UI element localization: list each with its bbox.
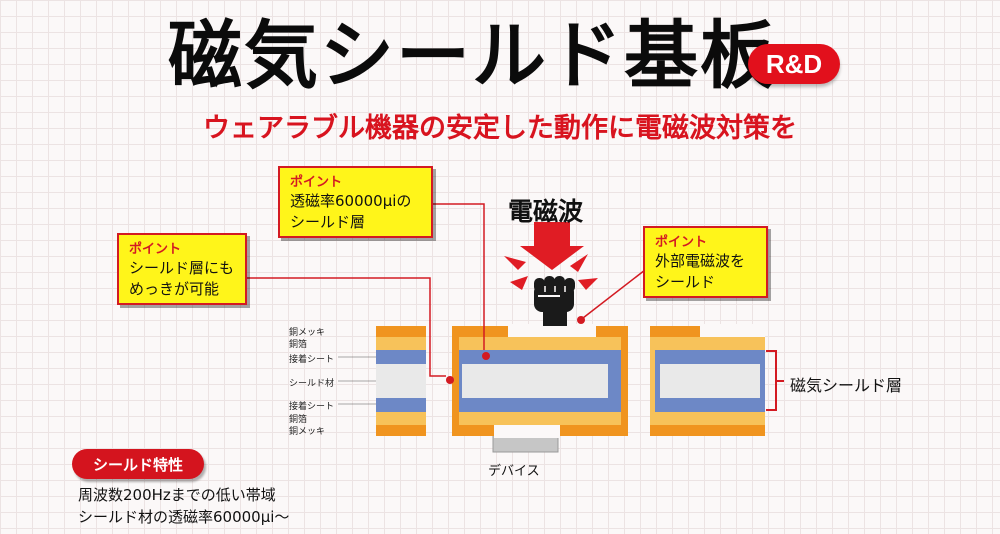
burst-icon [504,254,598,290]
callout-line: 透磁率60000μiの [290,192,412,210]
shield-spec-badge: シールド特性 [72,449,204,479]
shield-layer-bracket [766,350,784,411]
layer-label-adhesive-bottom: 接着シート [289,402,335,412]
fist-icon [534,276,575,326]
callout-head: ポイント [290,175,343,190]
layer-label-copper-foil-top: 銅箔 [289,340,308,350]
callout-line: シールド層にも [129,259,235,277]
callout-line: めっきが可能 [129,280,220,298]
callout-line: 外部電磁波を [655,252,746,270]
callout-plating: ポイント シールド層にも めっきが可能 [117,233,247,305]
layer-label-copper-foil-bottom: 銅箔 [289,415,308,425]
layer-label-copper-plating-top: 銅メッキ [289,328,326,338]
em-wave-label: 電磁波 [508,197,584,226]
spec-line-frequency: 周波数200Hzまでの低い帯域 [78,486,276,504]
board-block-left [376,326,426,436]
callout-left-leader [245,277,446,377]
callout-line: シールド [655,273,716,291]
callout-line: シールド層 [290,213,366,231]
callout-right-leader [582,269,646,319]
callout-external-wave: ポイント 外部電磁波を シールド [643,226,768,298]
subtitle: ウェアラブル機器の安定した動作に電磁波対策を [203,113,797,144]
layer-label-shield: シールド材 [289,379,335,389]
layer-label-copper-plating-bottom: 銅メッキ [289,427,326,437]
spec-line-permeability: シールド材の透磁率60000μi〜 [78,508,290,526]
device-label: デバイス [488,464,540,479]
layer-label-adhesive-top: 接着シート [289,355,335,365]
rd-badge: R&D [748,44,840,84]
callout-permeability: ポイント 透磁率60000μiの シールド層 [278,166,433,238]
shield-layer-label: 磁気シールド層 [790,376,903,395]
down-arrow-icon [520,222,584,270]
callout-head: ポイント [655,235,708,250]
board-block-center [452,324,628,438]
page-title: 磁気シールド基板 [168,13,776,99]
board-block-right [650,324,765,436]
callout-head: ポイント [129,242,182,257]
